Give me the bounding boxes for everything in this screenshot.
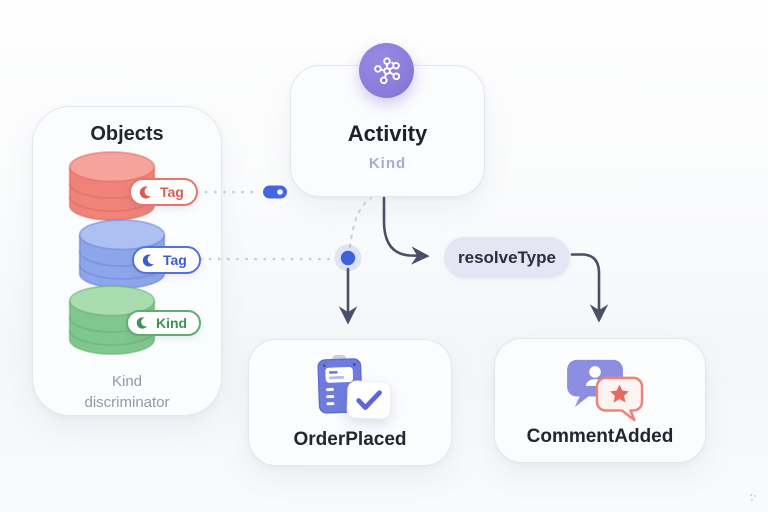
arrow-resolvetype-to-commentadded xyxy=(570,253,609,323)
activity-subtitle: Kind xyxy=(368,155,407,172)
caption-line-1: Kind xyxy=(111,373,143,390)
kind-discriminator-caption: Kind discriminator xyxy=(33,371,221,413)
tag-crescent-icon xyxy=(142,254,157,266)
kind-crescent-icon xyxy=(136,317,150,329)
graph-network-icon xyxy=(373,56,400,84)
tag-badge-label: Tag xyxy=(160,184,184,200)
tag-badge-blue: Tag xyxy=(132,246,201,274)
tag-badge-label: Tag xyxy=(163,252,187,268)
checkmark-icon xyxy=(356,390,382,410)
order-placed-label: OrderPlaced xyxy=(293,429,407,450)
arrow-activity-to-resolvetype xyxy=(382,196,430,265)
checkmark-chip xyxy=(346,380,392,420)
caption-line-2: discriminator xyxy=(84,394,170,411)
tag-crescent-icon xyxy=(139,186,154,198)
connector-pill-dot xyxy=(277,189,283,195)
activity-icon-badge xyxy=(359,43,414,98)
activity-card: Activity Kind xyxy=(290,65,485,197)
resolve-type-label: resolveType xyxy=(458,247,556,267)
activity-title: Activity xyxy=(347,121,428,146)
noise-artifact xyxy=(750,494,757,501)
comment-added-label: CommentAdded xyxy=(526,426,674,447)
kind-badge-green: Kind xyxy=(126,310,202,336)
tag-badge-red: Tag xyxy=(129,178,198,206)
kind-badge-label: Kind xyxy=(156,315,188,331)
objects-panel-title: Objects xyxy=(90,123,164,145)
blue-connector-pill xyxy=(263,185,287,199)
star-icon xyxy=(610,384,630,403)
dashed-curve-to-activity xyxy=(349,197,372,248)
resolve-type-pill: resolveType xyxy=(444,237,570,278)
chat-bubble-pink-icon xyxy=(595,376,644,422)
blue-node-dot xyxy=(340,250,356,266)
